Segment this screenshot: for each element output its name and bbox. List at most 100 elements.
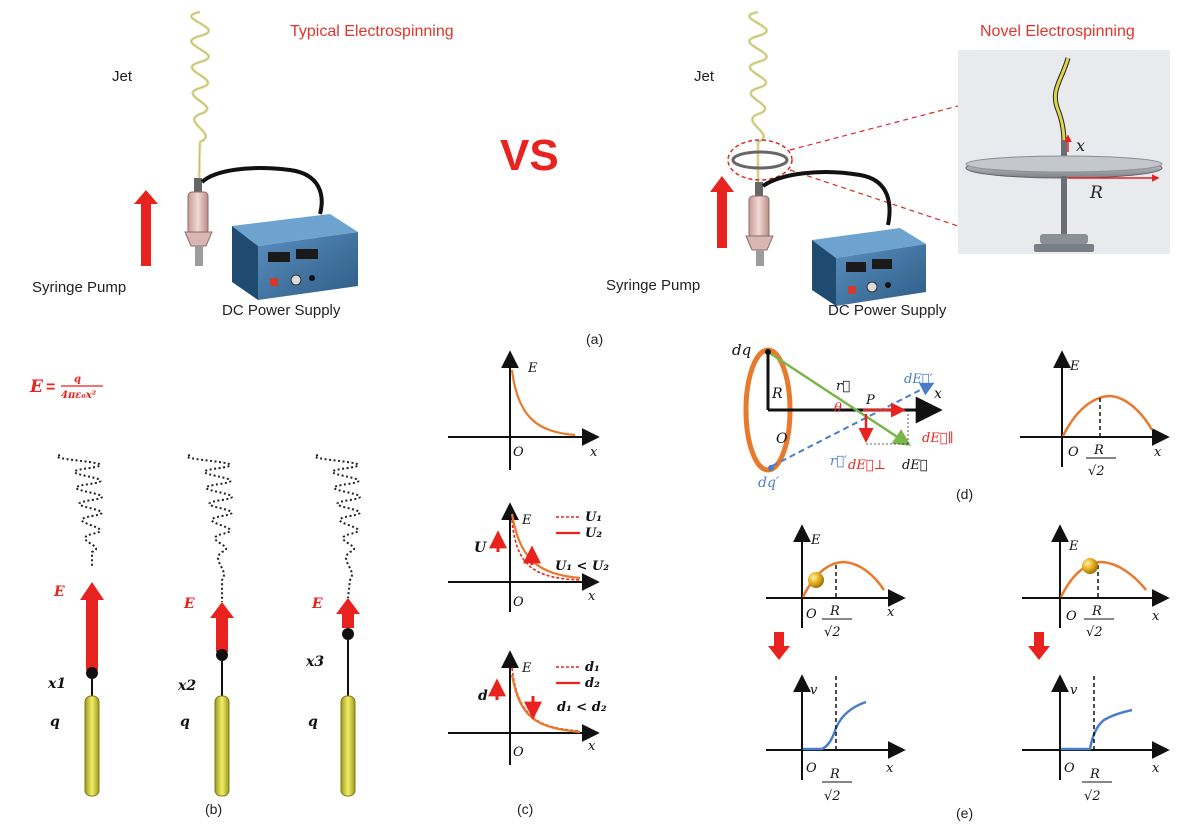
svg-text:dE⃗: dE⃗: [902, 458, 928, 473]
position-label: x3: [305, 654, 324, 670]
svg-text:O: O: [806, 607, 817, 622]
svg-text:R: R: [829, 767, 840, 782]
svg-text:E: E: [29, 377, 44, 397]
charge-label: q: [50, 714, 60, 730]
svg-text:x: x: [588, 589, 596, 604]
needle-rod: [84, 695, 100, 797]
needle-rod: [340, 695, 356, 797]
d-label: d: [478, 688, 488, 704]
svg-text:x: x: [886, 761, 894, 776]
ring-inset: x R: [958, 50, 1170, 254]
vs-label: VS: [500, 131, 559, 180]
U-compare: U₁ < U₂: [555, 559, 609, 574]
needle-rod: [214, 695, 230, 797]
svg-text:O: O: [513, 745, 524, 760]
position-label: x1: [47, 676, 66, 692]
panel-e: E O x R √2 E O x R √2: [766, 524, 1170, 821]
svg-text:U₁: U₁: [585, 510, 602, 525]
E-label: E: [311, 596, 323, 612]
plot-velocity-outside: v O x R √2: [1022, 674, 1170, 804]
caption-c: (c): [517, 801, 533, 817]
svg-text:v: v: [810, 683, 818, 698]
plot-ring-field: E O x R √2: [1020, 350, 1170, 479]
svg-text:E: E: [810, 533, 821, 548]
decay-curve: [510, 369, 576, 437]
svg-text:O: O: [806, 761, 817, 776]
charge-label: q: [308, 714, 318, 730]
svg-text:x: x: [1154, 445, 1162, 460]
panel-b: E = q 4πε₀x² E x1 q E x2 q: [29, 374, 361, 817]
svg-text:d₂: d₂: [585, 676, 600, 691]
U-label: U: [474, 540, 487, 556]
jet-column-1: E x1 q: [47, 454, 104, 797]
svg-text:r⃗: r⃗: [836, 379, 850, 394]
jet-column-3: E x3 q: [305, 454, 361, 797]
svg-text:x: x: [590, 445, 598, 460]
caption-d: (d): [956, 486, 973, 502]
ring-electrode-icon: [731, 150, 789, 170]
svg-text:q: q: [74, 374, 81, 385]
svg-text:√2: √2: [1084, 789, 1101, 804]
svg-text:R: R: [1091, 604, 1102, 619]
svg-text:√2: √2: [1088, 464, 1105, 479]
svg-text:x: x: [934, 386, 942, 402]
caption-b: (b): [205, 801, 222, 817]
svg-text:x: x: [588, 739, 596, 754]
svg-text:√2: √2: [824, 625, 841, 640]
dc-power-supply-label-novel: DC Power Supply: [828, 302, 947, 319]
E-label: E: [53, 584, 65, 600]
caption-e: (e): [956, 805, 973, 821]
svg-text:θ: θ: [834, 401, 842, 416]
pump-arrow-shaft-novel: [717, 190, 727, 248]
svg-text:O: O: [1066, 609, 1077, 624]
svg-text:E: E: [1069, 359, 1080, 374]
svg-text:r⃗′: r⃗′: [830, 454, 847, 469]
typical-electrospinning-title: Typical Electrospinning: [290, 23, 454, 40]
novel-electrospinning-title: Novel Electrospinning: [980, 23, 1135, 40]
svg-text:U₂: U₂: [585, 526, 602, 541]
svg-text:O: O: [513, 595, 524, 610]
svg-text:E: E: [527, 361, 538, 376]
pump-arrow-shaft: [141, 200, 151, 266]
plot-voltage: E x O U U₁ U₂ U₁ < U₂: [448, 502, 609, 612]
field-arrow: [86, 600, 98, 670]
plot-E-inside: E O x R √2: [766, 524, 906, 640]
syringe-icon: [187, 191, 209, 235]
svg-text:E: E: [1068, 539, 1079, 554]
velocity-curve: [803, 700, 867, 751]
charge-label: q: [180, 714, 190, 730]
pump-arrow-head-novel: [710, 176, 734, 192]
jet-tip-dot: [342, 628, 354, 640]
down-arrow-right: [1034, 632, 1044, 646]
svg-text:v: v: [1070, 683, 1078, 698]
jet-column-2: E x2 q: [177, 454, 234, 797]
jet-label: Jet: [112, 68, 133, 85]
svg-text:dE⃗′: dE⃗′: [904, 372, 933, 387]
novel-setup: Jet Syringe Pump: [606, 10, 1170, 319]
power-cable: [200, 166, 324, 215]
svg-text:dq: dq: [732, 341, 751, 359]
ring-field-diagram: dq dq′ R O r⃗ r⃗′ θ P x dE⃗′ dE⃗∥ dE⃗⊥ d…: [732, 341, 954, 491]
svg-text:dE⃗∥: dE⃗∥: [922, 431, 954, 446]
svg-text:O: O: [776, 431, 788, 447]
field-arrow: [342, 612, 354, 628]
svg-text:E: E: [521, 661, 532, 676]
field-curve: [1059, 560, 1147, 598]
svg-text:R: R: [829, 604, 840, 619]
zoom-line-bottom: [789, 169, 959, 227]
svg-text:4πε₀x²: 4πε₀x²: [61, 390, 97, 401]
panel-d: dq dq′ R O r⃗ r⃗′ θ P x dE⃗′ dE⃗∥ dE⃗⊥ d…: [732, 341, 1170, 502]
svg-text:R: R: [1093, 443, 1104, 458]
zoom-circle: [727, 139, 793, 181]
typical-setup: Jet Syringe Pump DC Power Supply: [32, 10, 358, 319]
svg-text:O: O: [1068, 445, 1079, 460]
jet-ball-icon: [1082, 558, 1098, 574]
svg-text:d₁: d₁: [585, 660, 600, 675]
jet-tip-dot: [86, 667, 98, 679]
plot-distance: E x O d d₁ d₂ d₁ < d₂: [448, 650, 607, 765]
svg-text:O: O: [513, 445, 524, 460]
svg-text:√2: √2: [1086, 625, 1103, 640]
down-arrow-left: [774, 632, 784, 646]
svg-text:x: x: [1152, 761, 1160, 776]
